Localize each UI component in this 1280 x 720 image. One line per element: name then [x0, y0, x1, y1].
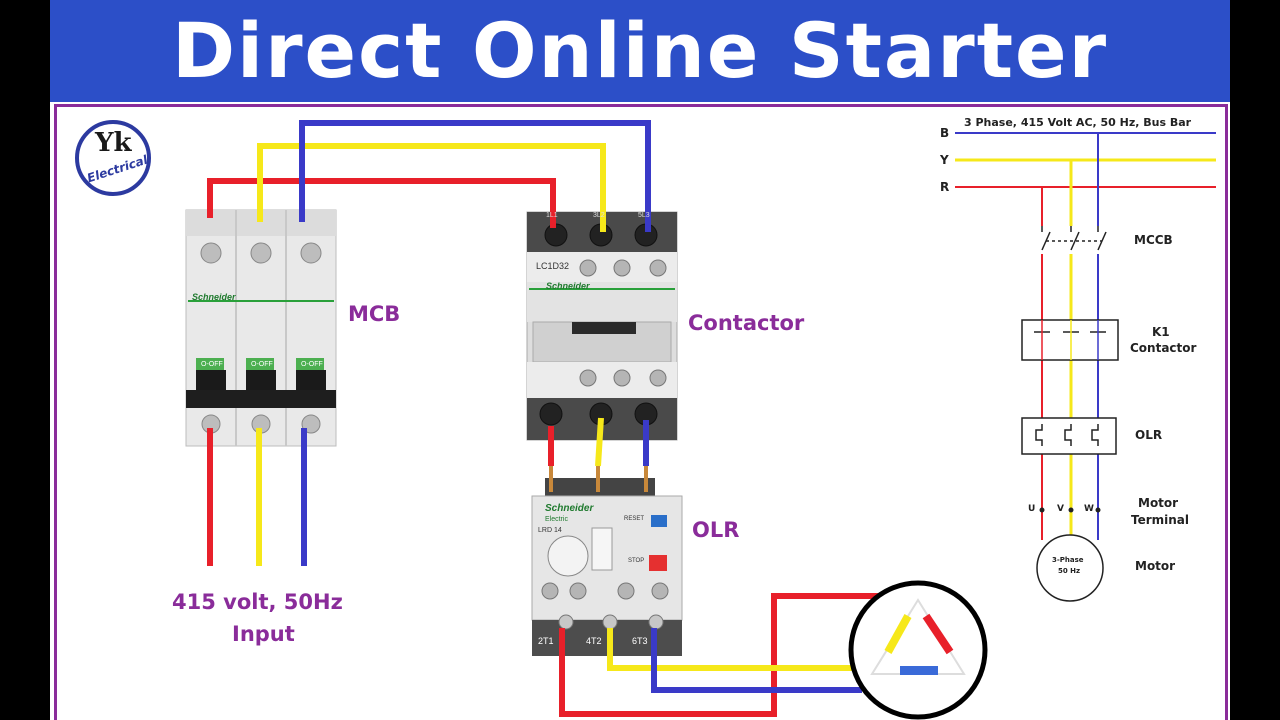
mccb-symbol	[1036, 226, 1110, 254]
olr-terminal-2: 4T2	[586, 636, 602, 646]
motor-label: Motor	[1135, 559, 1176, 573]
motor-inner-label-1: 3-Phase	[1052, 556, 1084, 564]
olr-label: OLR	[692, 518, 740, 542]
olr-terminal-1: 2T1	[538, 636, 554, 646]
wire-blue-top	[299, 120, 651, 232]
phase-r-label: R	[940, 180, 950, 194]
mcb-off-1: O-OFF	[201, 361, 223, 368]
schematic	[955, 132, 1216, 602]
header-bar: Direct Online Starter	[50, 0, 1230, 102]
wire-red-top	[207, 178, 556, 228]
motor-winding-symbol	[848, 580, 988, 720]
k1-contactor-label: Contactor	[1130, 341, 1197, 355]
olr-device	[531, 478, 683, 656]
wires-top	[207, 120, 651, 232]
motor-symbol	[1036, 534, 1104, 602]
page-title: Direct Online Starter	[171, 6, 1109, 95]
bus-bar-title: 3 Phase, 415 Volt AC, 50 Hz, Bus Bar	[964, 116, 1192, 129]
olr-brand: Schneider	[545, 503, 594, 514]
terminal-u: U	[1028, 504, 1036, 514]
contactor-label: Contactor	[688, 311, 805, 335]
stop-button-shape	[649, 555, 667, 571]
logo-badge	[75, 120, 151, 196]
olr-model: LRD 14	[538, 527, 562, 534]
mcb-off-2: O-OFF	[251, 361, 273, 368]
olr-brand-sub: Electric	[545, 516, 568, 523]
reset-button-shape	[651, 515, 667, 527]
wires-input	[207, 428, 307, 566]
k1-contactor-symbol	[1021, 319, 1119, 361]
input-label-line2: Input	[232, 622, 295, 646]
logo-ring	[75, 120, 151, 196]
mcb-device	[185, 209, 337, 447]
mcb-off-3: O-OFF	[301, 361, 323, 368]
mccb-label: MCCB	[1134, 233, 1173, 247]
k1-label: K1	[1152, 325, 1170, 339]
motor-terminal-label-2: Terminal	[1131, 513, 1190, 527]
olr-symbol	[1021, 417, 1117, 455]
mcb-brand: Schneider	[192, 292, 236, 302]
contactor-device	[526, 211, 678, 441]
phase-b-label: B	[940, 126, 950, 140]
motor-inner-label-2: 50 Hz	[1058, 567, 1081, 575]
diagram-frame	[54, 104, 1228, 720]
input-label-line1: 415 volt, 50Hz	[172, 590, 343, 614]
olr-terminal-3: 6T3	[632, 636, 648, 646]
logo-initials: Yk	[95, 128, 132, 158]
olr-reset-label: RESET	[624, 516, 645, 522]
wires-contactor-olr	[548, 417, 649, 492]
motor-terminal-label-1: Motor	[1138, 496, 1179, 510]
terminal-w: W	[1084, 504, 1094, 514]
contactor-terminal-2: 3L2	[593, 212, 605, 219]
contactor-brand: Schneider	[546, 281, 590, 291]
olr-stop-label: STOP	[628, 558, 645, 564]
wire-yellow-top	[257, 143, 606, 232]
contactor-terminal-1: 1L1	[546, 212, 558, 219]
contactor-model: LC1D32	[536, 261, 570, 271]
wires-olr-motor	[559, 593, 930, 717]
contactor-terminal-3: 5L3	[638, 212, 650, 219]
mcb-label: MCB	[348, 302, 401, 326]
terminal-v: V	[1057, 504, 1064, 514]
olr-schematic-label: OLR	[1135, 428, 1163, 442]
phase-y-label: Y	[940, 153, 949, 167]
